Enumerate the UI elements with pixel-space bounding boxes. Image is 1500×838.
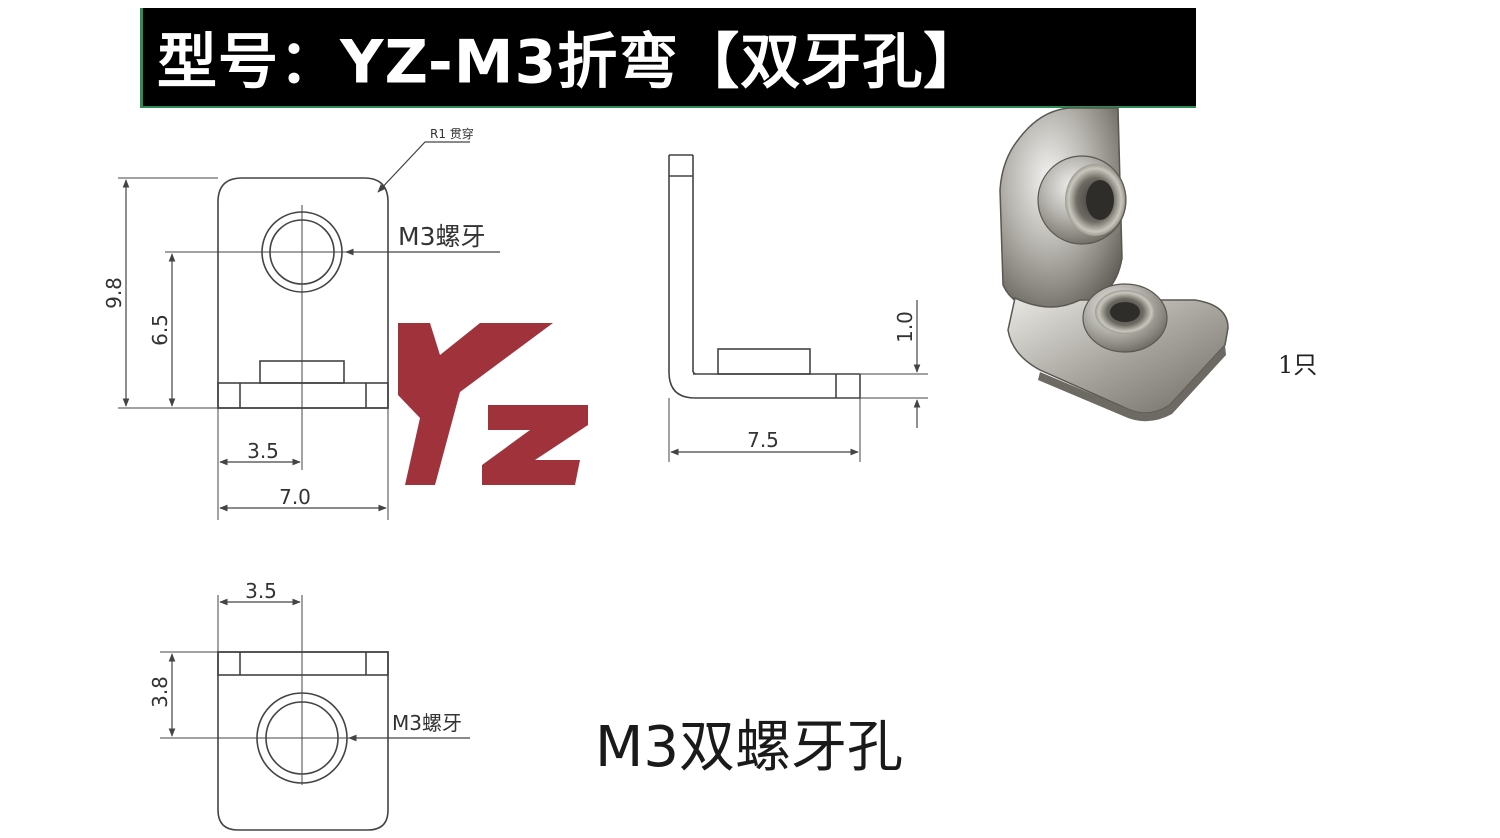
dim-thickness: 1.0 [893,311,917,343]
page-title: 型号：YZ-M3折弯【双牙孔】 [157,27,985,98]
side-view [668,154,928,462]
dim-side-length: 7.5 [747,428,779,452]
bottom-thread-label: M3螺牙 [392,711,462,735]
product-photo [999,107,1229,422]
bottom-view [160,595,470,831]
dim-height-total: 9.8 [102,277,126,309]
quantity-label: 1只 [1278,351,1318,379]
dim-bottom-hole-offset: 3.5 [245,579,277,603]
title-bar: 型号：YZ-M3折弯【双牙孔】 [140,8,1196,108]
fillet-note: R1 贯穿 [430,126,474,141]
front-view [118,141,500,520]
front-view-outline [217,177,389,409]
bottom-view-outline [217,651,389,831]
dim-height-hole: 6.5 [148,314,172,346]
dim-width: 7.0 [279,485,311,509]
front-thread-label: M3螺牙 [398,222,485,251]
dim-bottom-hole-distance: 3.8 [148,676,172,708]
caption: M3双螺牙孔 [595,715,903,780]
yz-logo [398,323,588,485]
dim-front-hole-offset: 3.5 [247,439,279,463]
